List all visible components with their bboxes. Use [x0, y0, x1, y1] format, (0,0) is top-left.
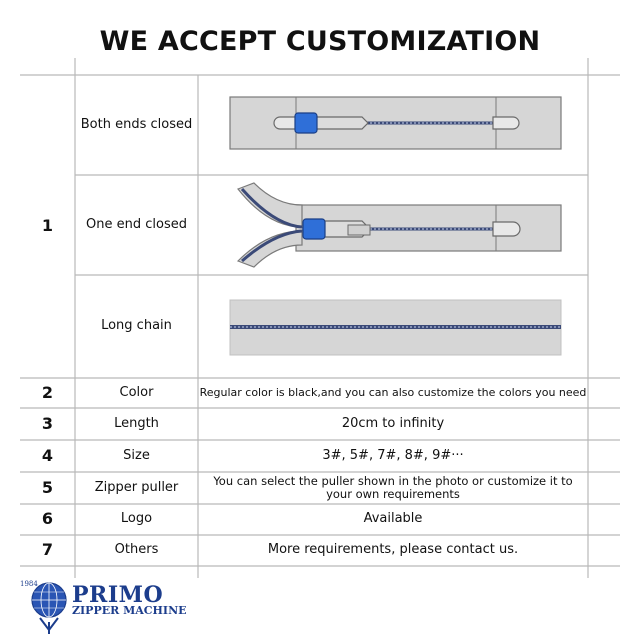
one-end-closed-image	[236, 182, 562, 268]
value-color: Regular color is black,and you can also …	[199, 385, 587, 399]
label-long-chain: Long chain	[101, 318, 172, 334]
brand-subtitle: ZIPPER MACHINE	[72, 604, 187, 617]
value-size: 3#, 5#, 7#, 8#, 9#···	[322, 447, 464, 463]
brand-name: PRIMO	[72, 582, 164, 608]
long-chain-image	[229, 299, 562, 356]
row-number-1: 1	[41, 216, 54, 236]
globe-logo-icon	[31, 582, 67, 634]
brand-year: 1984	[20, 580, 38, 588]
row-number-6: 6	[41, 509, 54, 529]
label-zipper-puller: Zipper puller	[94, 479, 179, 495]
label-color: Color	[119, 384, 154, 400]
row-number-4: 4	[41, 445, 54, 465]
page-title: WE ACCEPT CUSTOMIZATION	[99, 26, 541, 57]
value-zipper-puller: You can select the puller shown in the p…	[213, 474, 573, 501]
label-length: Length	[114, 415, 159, 431]
label-both-ends-closed: Both ends closed	[80, 116, 193, 132]
both-ends-closed-image	[229, 96, 562, 150]
row-number-5: 5	[41, 477, 54, 497]
value-length: 20cm to infinity	[341, 415, 445, 431]
label-one-end-closed: One end closed	[86, 216, 187, 232]
label-logo: Logo	[120, 511, 153, 527]
row-number-3: 3	[41, 413, 54, 433]
row-number-7: 7	[41, 540, 54, 560]
row-number-2: 2	[41, 382, 54, 402]
label-others: Others	[114, 542, 159, 558]
value-logo: Available	[363, 511, 423, 527]
value-others: More requirements, please contact us.	[267, 542, 519, 558]
label-size: Size	[123, 447, 150, 463]
